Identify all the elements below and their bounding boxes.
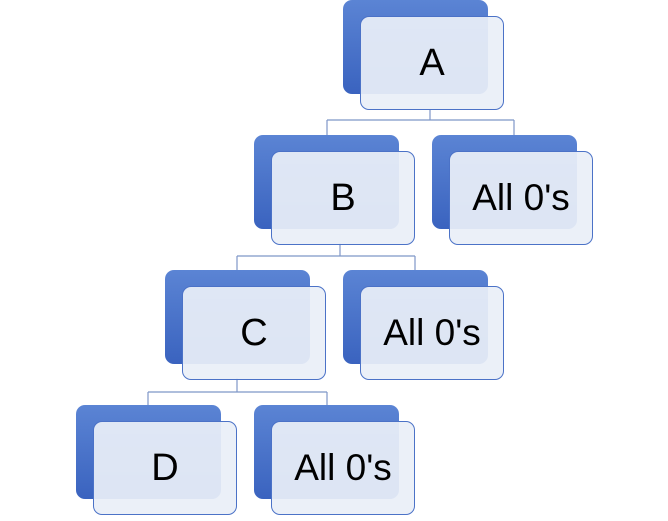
node-zeros-2: All 0's	[343, 270, 504, 380]
node-zeros-1-label: All 0's	[472, 177, 570, 218]
node-a-box: A	[360, 16, 504, 110]
node-zeros-3: All 0's	[254, 405, 415, 515]
node-zeros-1-box: All 0's	[449, 151, 593, 245]
node-zeros-2-label: All 0's	[383, 312, 481, 353]
node-zeros-3-label: All 0's	[294, 447, 392, 488]
connector-c-children	[147, 378, 328, 405]
node-b-label: B	[330, 176, 356, 219]
node-zeros-1: All 0's	[432, 135, 593, 245]
connector-b-children	[236, 243, 416, 270]
node-a: A	[343, 0, 504, 110]
node-c-box: C	[182, 286, 326, 380]
node-zeros-3-box: All 0's	[271, 421, 415, 515]
node-d: D	[76, 405, 237, 515]
node-zeros-2-box: All 0's	[360, 286, 504, 380]
node-b: B	[254, 135, 415, 245]
node-c-label: C	[240, 311, 268, 354]
node-d-box: D	[93, 421, 237, 515]
node-a-label: A	[419, 41, 445, 84]
connector-a-children	[326, 110, 515, 135]
node-b-box: B	[271, 151, 415, 245]
node-c: C	[165, 270, 326, 380]
node-d-label: D	[151, 446, 179, 489]
